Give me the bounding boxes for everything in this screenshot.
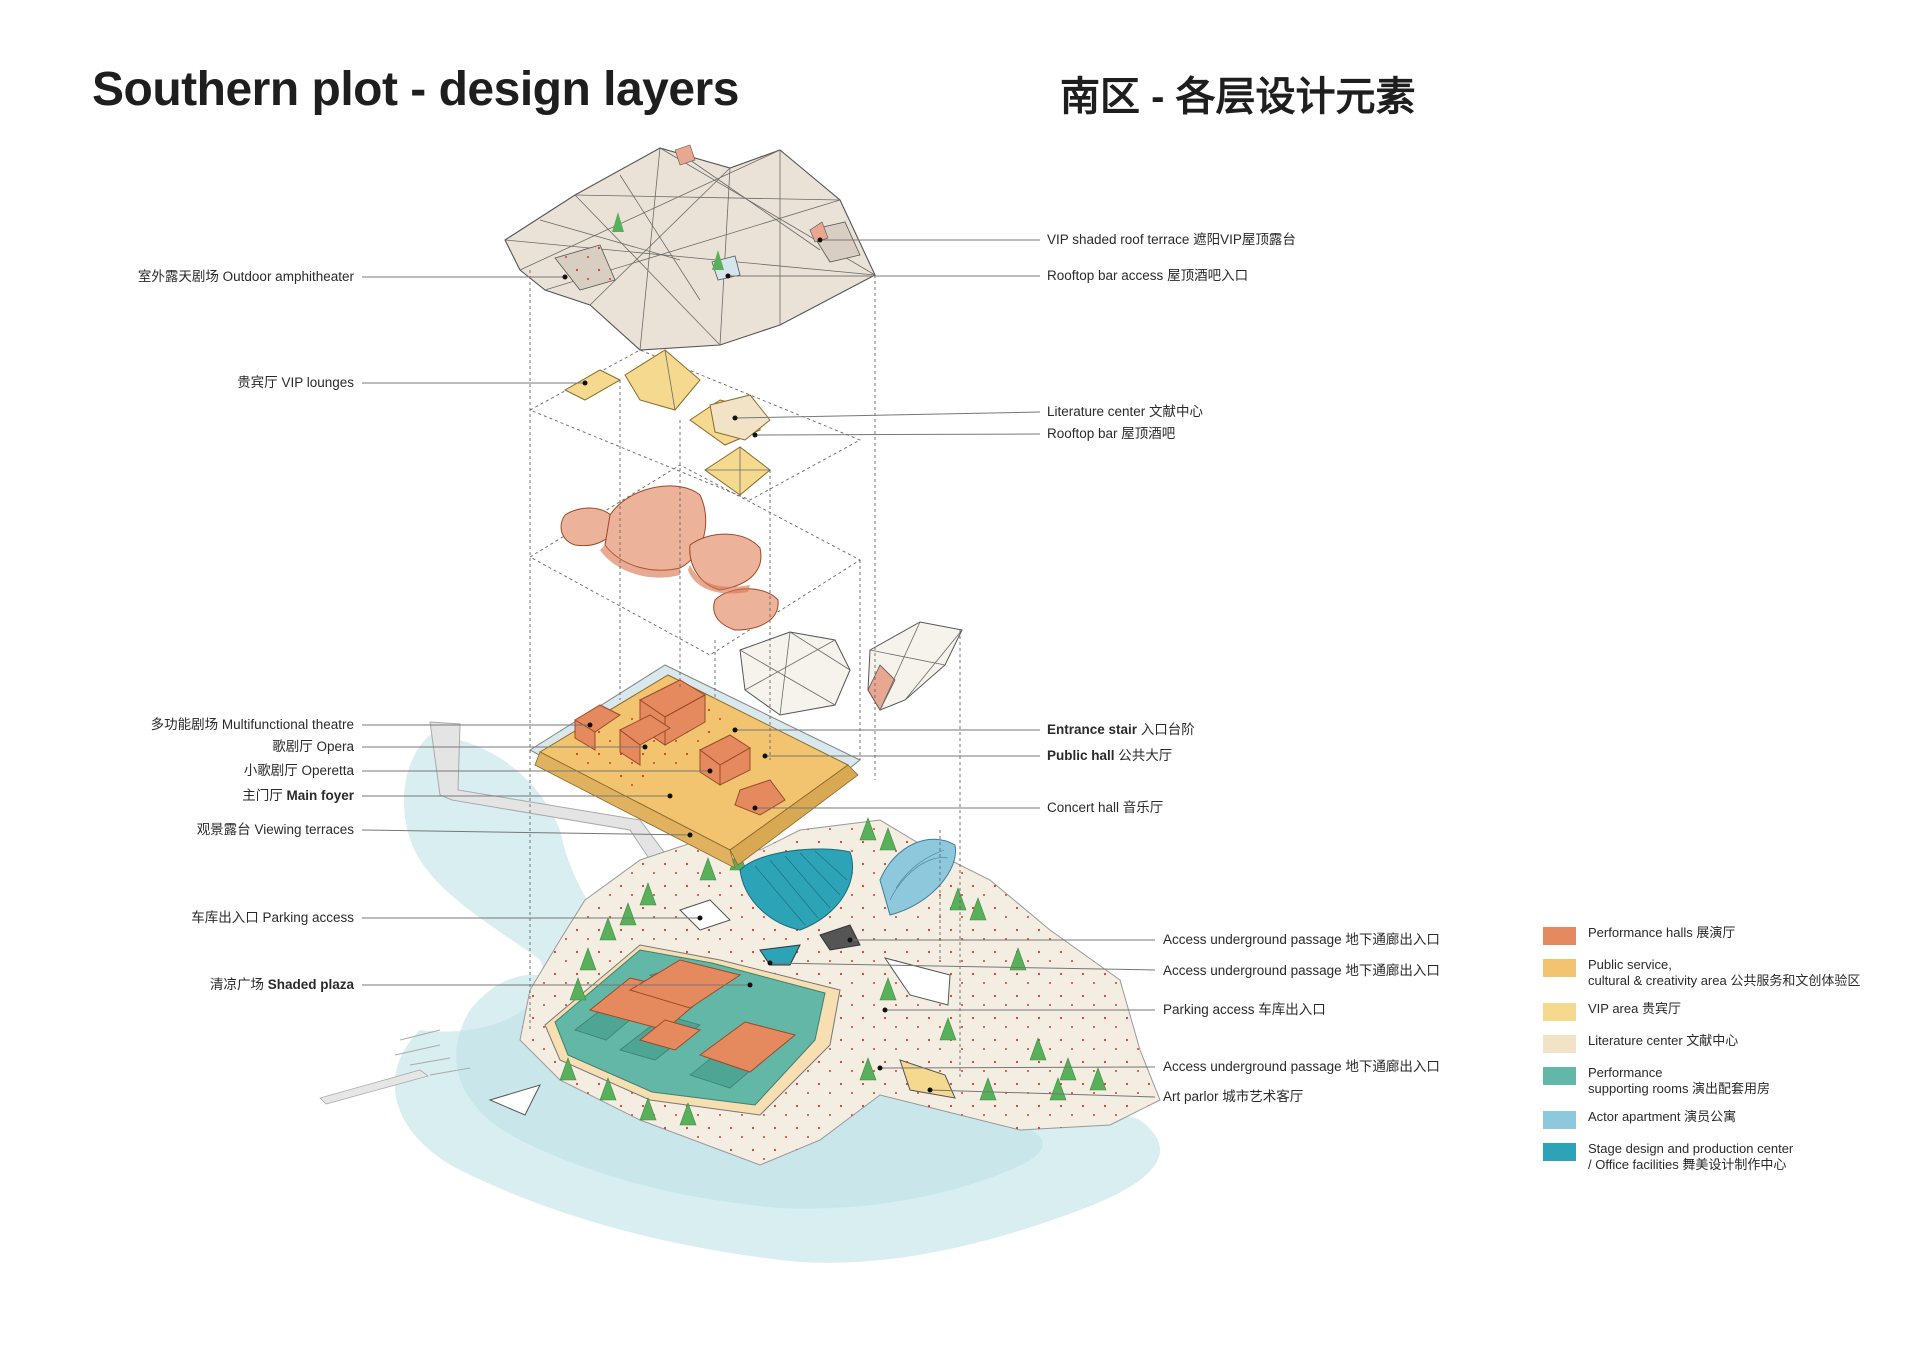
label-multifunctional-theatre: 多功能剧场 Multifunctional theatre bbox=[151, 716, 354, 732]
label-main-foyer: 主门厅 Main foyer bbox=[242, 788, 355, 803]
legend-item-stage-design: Stage design and production center / Off… bbox=[1543, 1141, 1903, 1173]
faceted-shells bbox=[739, 621, 963, 716]
legend-label: Performance supporting rooms 演出配套用房 bbox=[1588, 1065, 1771, 1096]
vip-layer bbox=[528, 349, 862, 501]
label-opera: 歌剧厅 Opera bbox=[272, 739, 354, 754]
ground-site bbox=[488, 819, 1161, 1166]
legend-item-public-service: Public service, cultural & creativity ar… bbox=[1543, 957, 1903, 989]
label-concert-hall: Concert hall 音乐厅 bbox=[1047, 799, 1163, 815]
left-labels: 室外露天剧场 Outdoor amphitheater 贵宾厅 VIP loun… bbox=[138, 268, 355, 992]
legend-swatch bbox=[1543, 1035, 1576, 1053]
legend-label: Stage design and production center / Off… bbox=[1588, 1141, 1794, 1172]
legend: Performance halls 展演厅 Public service, cu… bbox=[1543, 925, 1903, 1185]
label-entrance-stair: Entrance stair 入口台阶 bbox=[1047, 722, 1195, 737]
performance-roof-layer bbox=[529, 464, 861, 656]
projection-lines bbox=[529, 270, 961, 1080]
page-title-english: Southern plot - design layers bbox=[92, 63, 739, 116]
page-title-chinese: 南区 - 各层设计元素 bbox=[1060, 75, 1416, 119]
legend-item-performance-supporting: Performance supporting rooms 演出配套用房 bbox=[1543, 1065, 1903, 1097]
label-access-underground-1: Access underground passage 地下通廊出入口 bbox=[1163, 931, 1440, 947]
label-shaded-plaza: 清凉广场 Shaded plaza bbox=[210, 977, 355, 992]
label-operetta: 小歌剧厅 Operetta bbox=[244, 763, 355, 778]
pier bbox=[319, 721, 701, 1105]
label-parking-access-right: Parking access 车库出入口 bbox=[1163, 1001, 1326, 1017]
label-parking-access-left: 车库出入口 Parking access bbox=[191, 909, 354, 925]
legend-label: Literature center 文献中心 bbox=[1588, 1033, 1739, 1048]
label-access-underground-3: Access underground passage 地下通廊出入口 bbox=[1163, 1058, 1440, 1074]
label-vip-shaded-roof-terrace: VIP shaded roof terrace 遮阳VIP屋顶露台 bbox=[1047, 232, 1296, 247]
right-leaders bbox=[725, 237, 1156, 1098]
legend-swatch bbox=[1543, 927, 1576, 945]
label-outdoor-amphitheater: 室外露天剧场 Outdoor amphitheater bbox=[138, 268, 355, 284]
label-literature-center: Literature center 文献中心 bbox=[1047, 404, 1204, 419]
legend-label: Public service, cultural & creativity ar… bbox=[1588, 957, 1861, 988]
public-hall-level bbox=[529, 664, 861, 869]
label-public-hall: Public hall 公共大厅 bbox=[1047, 748, 1172, 763]
label-vip-lounges: 贵宾厅 VIP lounges bbox=[237, 375, 354, 390]
legend-label: VIP area 贵宾厅 bbox=[1588, 1001, 1681, 1016]
label-art-parlor: Art parlor 城市艺术客厅 bbox=[1163, 1088, 1303, 1104]
legend-swatch bbox=[1543, 1067, 1576, 1085]
label-rooftop-bar-access: Rooftop bar access 屋顶酒吧入口 bbox=[1047, 268, 1248, 283]
legend-swatch bbox=[1543, 1143, 1576, 1161]
label-rooftop-bar: Rooftop bar 屋顶酒吧 bbox=[1047, 426, 1176, 441]
legend-item-vip-area: VIP area 贵宾厅 bbox=[1543, 1001, 1903, 1021]
legend-swatch bbox=[1543, 1111, 1576, 1129]
right-labels: VIP shaded roof terrace 遮阳VIP屋顶露台 Roofto… bbox=[1047, 232, 1440, 1104]
legend-item-performance-halls: Performance halls 展演厅 bbox=[1543, 925, 1903, 945]
label-viewing-terraces: 观景露台 Viewing terraces bbox=[197, 822, 355, 837]
left-leaders bbox=[361, 274, 753, 988]
legend-swatch bbox=[1543, 1003, 1576, 1021]
stage-design-buildings bbox=[739, 838, 957, 931]
legend-item-actor-apartment: Actor apartment 演员公寓 bbox=[1543, 1109, 1903, 1129]
legend-label: Performance halls 展演厅 bbox=[1588, 925, 1736, 940]
legend-item-literature-center: Literature center 文献中心 bbox=[1543, 1033, 1903, 1053]
label-access-underground-2: Access underground passage 地下通廊出入口 bbox=[1163, 962, 1440, 978]
legend-label: Actor apartment 演员公寓 bbox=[1588, 1109, 1737, 1124]
faceted-mountain-roof bbox=[504, 144, 876, 351]
legend-swatch bbox=[1543, 959, 1576, 977]
